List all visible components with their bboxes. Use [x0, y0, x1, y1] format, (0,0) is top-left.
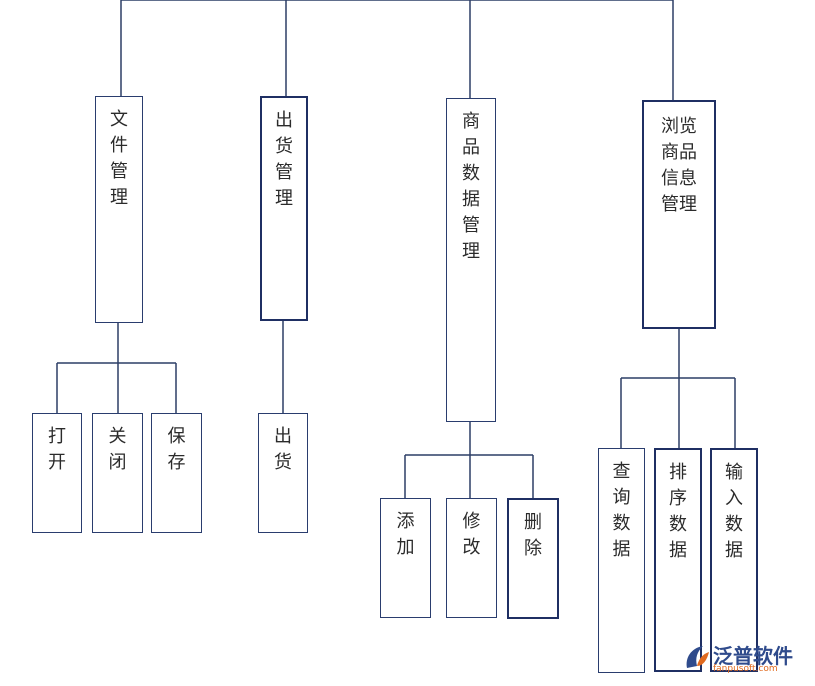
node-save: 保 存 — [151, 413, 202, 533]
watermark-logo-icon — [686, 646, 709, 668]
node-label: 浏览 商品 信息 管理 — [661, 116, 697, 215]
node-label: 打 开 — [48, 426, 66, 473]
node-label: 删 除 — [524, 512, 542, 559]
node-browse-product-info-management: 浏览 商品 信息 管理 — [642, 100, 716, 329]
node-delete: 删 除 — [507, 498, 559, 619]
node-label: 商 品 数 据 管 理 — [462, 111, 480, 262]
node-label: 修 改 — [462, 511, 481, 558]
node-modify: 修 改 — [446, 498, 497, 618]
node-label: 查 询 数 据 — [612, 461, 631, 560]
node-label: 出 货 管 理 — [275, 110, 293, 209]
node-label: 文 件 管 理 — [110, 109, 128, 208]
node-label: 排 序 数 据 — [669, 462, 687, 561]
node-sort-data: 排 序 数 据 — [654, 448, 702, 672]
watermark-url: fanpusoft.com — [713, 664, 778, 674]
node-input-data: 输 入 数 据 — [710, 448, 758, 672]
node-file-management: 文 件 管 理 — [95, 96, 143, 323]
watermark: 泛普软件 fanpusoft.com — [683, 640, 809, 684]
node-label: 关 闭 — [108, 426, 127, 473]
node-close: 关 闭 — [92, 413, 143, 533]
node-label: 输 入 数 据 — [725, 462, 743, 561]
node-query-data: 查 询 数 据 — [598, 448, 645, 673]
node-add: 添 加 — [380, 498, 431, 618]
node-label: 保 存 — [167, 426, 186, 473]
node-ship: 出 货 — [258, 413, 308, 533]
watermark-text: 泛普软件 — [713, 644, 793, 668]
node-open: 打 开 — [32, 413, 82, 533]
node-product-data-management: 商 品 数 据 管 理 — [446, 98, 496, 422]
node-shipping-management: 出 货 管 理 — [260, 96, 308, 321]
node-label: 出 货 — [274, 426, 292, 473]
node-label: 添 加 — [396, 511, 415, 558]
